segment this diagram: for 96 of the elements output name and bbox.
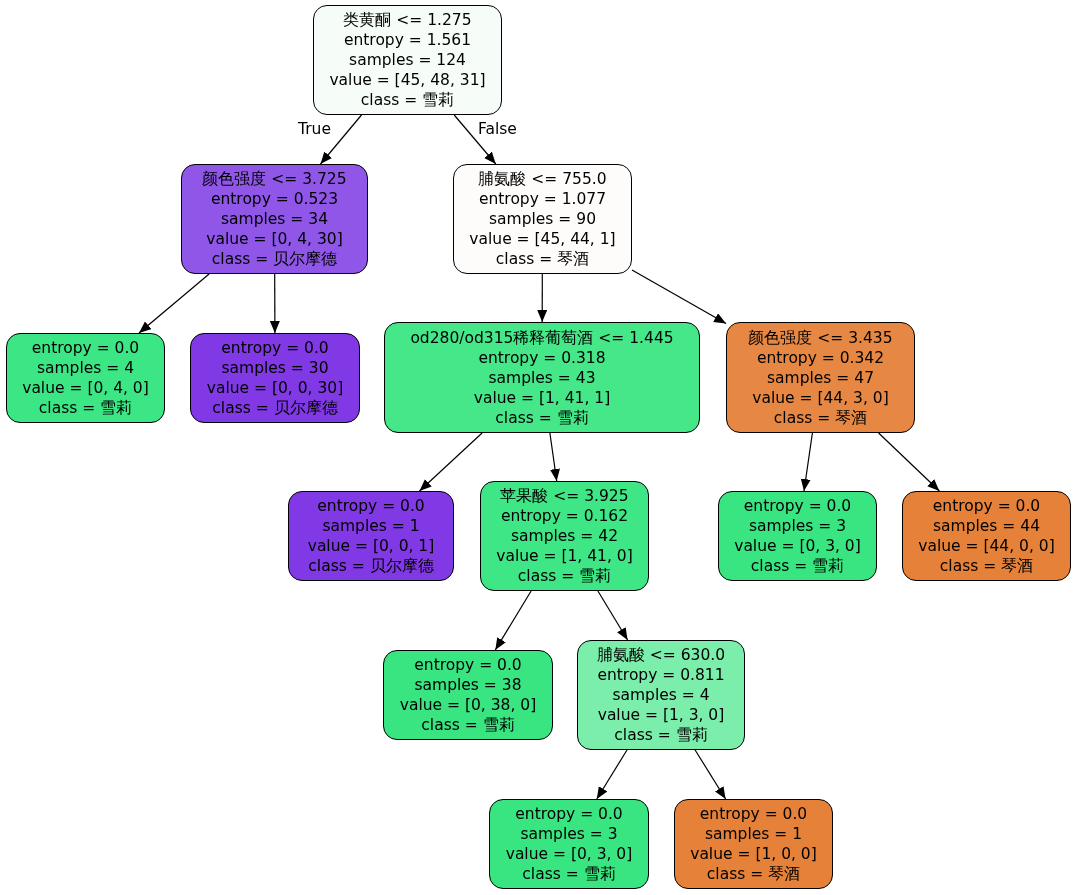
node-text: samples = 4	[36, 358, 135, 378]
node-text: 类黄酮 <= 1.275	[343, 10, 472, 30]
node-text: class = 琴酒	[773, 407, 868, 428]
node-text: od280/od315稀释葡萄酒 <= 1.445	[410, 327, 674, 348]
leaf-node-box	[718, 491, 877, 581]
split-node-box	[726, 322, 915, 433]
node-text: value = [0, 0, 1]	[307, 536, 435, 556]
node-text: entropy = 0.0	[699, 804, 808, 824]
node-text: value = [45, 48, 31]	[329, 70, 486, 90]
leaf-node-box	[383, 650, 553, 740]
node-text: samples = 1	[704, 824, 803, 844]
node-text: entropy = 0.0	[31, 338, 140, 358]
node-text: class = 雪莉	[421, 715, 515, 735]
split-node-box	[181, 164, 368, 274]
node-text: value = [0, 4, 0]	[22, 378, 149, 398]
node-text: entropy = 0.318	[478, 347, 606, 368]
arrow	[878, 432, 940, 492]
arrow	[537, 273, 548, 323]
node-text: class = 雪莉	[495, 407, 589, 428]
node-text: samples = 38	[414, 675, 522, 695]
node-text: 颜色强度 <= 3.725	[202, 169, 347, 189]
node-text: class = 雪莉	[360, 90, 455, 110]
node-text: samples = 30	[221, 358, 329, 378]
node-text: entropy = 0.523	[210, 189, 339, 209]
node-text: class = 贝尔摩德	[308, 556, 434, 576]
node-text: value = [45, 44, 1]	[469, 229, 616, 249]
leaf-node-box	[674, 799, 833, 889]
arrow	[418, 432, 483, 492]
node-text: entropy = 0.0	[317, 496, 425, 516]
arrow	[494, 590, 532, 651]
node-text: 脯氨酸 <= 755.0	[478, 169, 607, 189]
node-text: samples = 4	[612, 685, 710, 705]
leaf-node-box	[6, 333, 165, 423]
node-text: value = [1, 3, 0]	[597, 705, 725, 725]
node-text: class = 雪莉	[614, 725, 708, 745]
split-node-box	[313, 5, 502, 115]
node-text: class = 雪莉	[522, 864, 616, 884]
split-node-box	[453, 164, 632, 274]
node-text: 颜色强度 <= 3.435	[748, 327, 893, 348]
node-text: value = [1, 41, 1]	[473, 387, 611, 408]
arrow	[269, 273, 280, 334]
arrow	[597, 590, 629, 641]
node-text: samples = 44	[933, 516, 1040, 536]
arrow	[631, 269, 727, 325]
node-text: value = [44, 0, 0]	[918, 536, 1055, 556]
leaf-node-box	[489, 799, 649, 889]
node-text: entropy = 0.342	[756, 347, 885, 368]
node-text: value = [1, 0, 0]	[690, 844, 817, 864]
node-text: class = 贝尔摩德	[212, 398, 338, 418]
arrow	[596, 749, 628, 800]
arrow	[549, 432, 560, 482]
leaf-node-box	[902, 491, 1071, 581]
node-text: 脯氨酸 <= 630.0	[596, 645, 726, 665]
node-text: samples = 43	[488, 367, 596, 388]
leaf-node-box	[288, 491, 454, 581]
node-text: entropy = 0.162	[500, 506, 629, 526]
node-text: samples = 47	[767, 367, 874, 388]
split-node-box	[577, 640, 745, 750]
node-text: value = [0, 38, 0]	[399, 695, 537, 715]
node-text: 苹果酸 <= 3.925	[500, 486, 629, 506]
node-text: entropy = 0.811	[597, 665, 725, 685]
arrow	[800, 432, 813, 492]
node-text: value = [0, 3, 0]	[505, 844, 633, 864]
leaf-node-box	[190, 333, 360, 423]
node-text: samples = 3	[748, 516, 847, 536]
node-text: class = 雪莉	[38, 398, 133, 418]
node-text: class = 琴酒	[495, 249, 590, 269]
node-text: value = [44, 3, 0]	[752, 387, 889, 408]
node-text: class = 雪莉	[517, 566, 612, 586]
node-text: entropy = 0.0	[932, 496, 1041, 516]
node-text: samples = 1	[322, 516, 420, 536]
node-text: entropy = 0.0	[743, 496, 852, 516]
node-text: value = [0, 4, 30]	[206, 229, 343, 249]
node-text: samples = 124	[349, 50, 466, 70]
node-text: class = 贝尔摩德	[211, 249, 338, 269]
node-text: entropy = 1.561	[343, 30, 472, 50]
node-text: samples = 34	[221, 209, 328, 229]
split-node-box	[384, 322, 700, 433]
node-text: samples = 42	[511, 526, 618, 546]
node-text: value = [1, 41, 0]	[496, 546, 633, 566]
node-text: entropy = 1.077	[478, 189, 607, 209]
arrow	[138, 273, 210, 334]
arrow	[453, 114, 497, 165]
arrow	[319, 114, 363, 165]
node-text: class = 琴酒	[939, 556, 1034, 576]
node-text: class = 雪莉	[750, 556, 845, 576]
node-text: samples = 3	[520, 824, 618, 844]
node-text: samples = 90	[489, 209, 596, 229]
node-text: class = 琴酒	[706, 864, 801, 884]
node-text: entropy = 0.0	[414, 655, 522, 675]
arrow	[694, 749, 727, 800]
node-text: entropy = 0.0	[515, 804, 623, 824]
node-text: entropy = 0.0	[221, 338, 329, 358]
node-text: value = [0, 3, 0]	[734, 536, 861, 556]
node-text: value = [0, 0, 30]	[206, 378, 344, 398]
split-node-box	[480, 481, 649, 591]
